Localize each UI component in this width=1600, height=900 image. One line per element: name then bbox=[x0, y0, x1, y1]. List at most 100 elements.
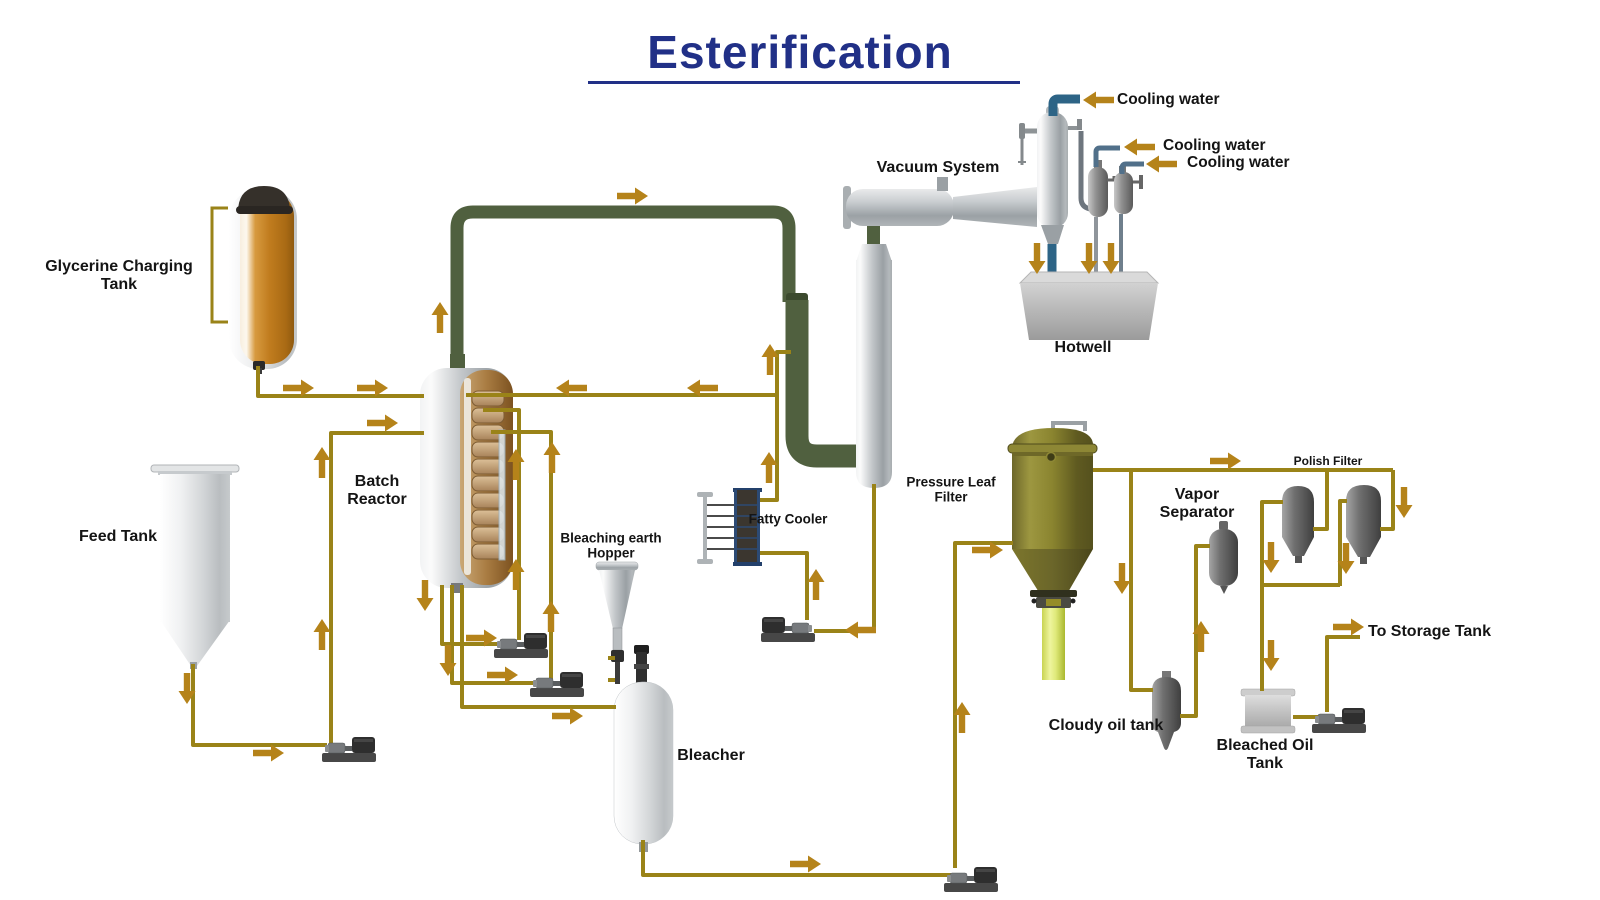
polish-filter-vessel-1 bbox=[1282, 486, 1314, 563]
flow-arrow bbox=[1262, 640, 1280, 671]
flow-arrow bbox=[1028, 243, 1046, 274]
flow-arrow bbox=[313, 619, 331, 650]
vapor-pipe bbox=[450, 205, 862, 468]
title-underline bbox=[588, 81, 1020, 84]
vapor-separator-vessel bbox=[1209, 521, 1238, 594]
batch-reactor-vessel bbox=[420, 354, 513, 593]
flow-arrow bbox=[487, 666, 518, 684]
bleached-oil-tank-vessel bbox=[1240, 688, 1296, 734]
pipe-cooler-bottom bbox=[760, 551, 809, 620]
pipe-bleacher-drain bbox=[641, 840, 953, 877]
pipe-to-cloudy-tank bbox=[1129, 470, 1153, 692]
label-glycerine-charging-tank: Glycerine Charging Tank bbox=[45, 257, 193, 293]
pipe-polish-inlet-1 bbox=[1313, 470, 1329, 531]
label-bleacher: Bleacher bbox=[677, 746, 745, 764]
hotwell-vessel bbox=[1018, 271, 1160, 340]
cooling-water-pipe-1 bbox=[1048, 94, 1080, 116]
pipe-polish-inlet-2 bbox=[1380, 470, 1395, 531]
label-cooling-water-2: Cooling water bbox=[1163, 137, 1266, 155]
pipe-reactor-pump2-suction bbox=[450, 585, 535, 685]
tank-cap bbox=[238, 186, 290, 212]
glycerine-charging-tank-vessel bbox=[210, 186, 297, 374]
label-vapor-separator: Vapor Separator bbox=[1159, 485, 1235, 521]
level-bracket bbox=[210, 206, 228, 324]
flow-arrow bbox=[552, 707, 583, 725]
label-cloudy-oil-tank: Cloudy oil tank bbox=[1048, 716, 1164, 734]
flow-arrow bbox=[760, 452, 778, 483]
page-title: Esterification bbox=[647, 26, 953, 78]
flow-arrow bbox=[313, 447, 331, 478]
pipe-reactor-riser-1 bbox=[483, 408, 521, 640]
flow-arrow bbox=[1083, 91, 1114, 109]
cloudy-oil-tank-vessel bbox=[1152, 671, 1181, 750]
flow-arrow bbox=[790, 855, 821, 873]
label-vacuum-system: Vacuum System bbox=[876, 158, 1000, 176]
cooler-pump bbox=[760, 616, 816, 643]
condenser-column bbox=[1037, 112, 1068, 228]
filter-handle bbox=[1051, 421, 1087, 431]
reactor-pump-2 bbox=[529, 671, 585, 698]
flow-arrow bbox=[845, 621, 876, 639]
label-pressure-leaf-filter: Pressure Leaf Filter bbox=[906, 474, 996, 505]
pipe-polish-outlet-1 bbox=[1260, 500, 1283, 586]
pipe-feed-tank-outlet bbox=[191, 664, 327, 747]
label-cooling-water-1: Cooling water bbox=[1117, 91, 1220, 109]
label-fatty-cooler: Fatty Cooler bbox=[748, 511, 828, 527]
bleacher-pump bbox=[943, 866, 999, 893]
pipe-to-storage bbox=[1325, 635, 1360, 712]
condenser-1 bbox=[1088, 167, 1108, 217]
tie-rods bbox=[707, 504, 736, 550]
flow-arrow bbox=[367, 414, 398, 432]
pipe-reactor-pump1-suction bbox=[440, 585, 499, 646]
feed-tank-vessel bbox=[150, 464, 240, 669]
label-bleached-oil-tank: Bleached Oil Tank bbox=[1216, 736, 1314, 772]
flow-arrow bbox=[357, 379, 388, 397]
pressure-leaf-filter-vessel bbox=[1007, 421, 1098, 680]
cooling-water-pipe-2 bbox=[1093, 145, 1120, 167]
pipe-cooler-vent bbox=[760, 350, 791, 502]
pipe-reactor-riser-2 bbox=[491, 430, 553, 679]
label-feed-tank: Feed Tank bbox=[79, 527, 157, 545]
pipe-polish-outlet-2 bbox=[1338, 499, 1347, 586]
vapor-column bbox=[856, 260, 892, 488]
cooling-water-pipe-3 bbox=[1119, 161, 1144, 174]
pipe-to-leaf-filter bbox=[953, 541, 1013, 868]
flow-arrow bbox=[1395, 487, 1413, 518]
pipe-feed-riser bbox=[329, 431, 424, 744]
flow-arrow bbox=[543, 442, 561, 473]
flow-arrow bbox=[617, 187, 648, 205]
bleached-oil-pump bbox=[1311, 707, 1367, 734]
ejector bbox=[846, 189, 954, 226]
flow-arrow bbox=[1146, 155, 1177, 173]
flow-arrow bbox=[1124, 138, 1155, 156]
label-polish-filter: Polish Filter bbox=[1293, 454, 1363, 469]
bleacher-vessel bbox=[613, 645, 674, 852]
vacuum-system-assembly bbox=[843, 94, 1144, 488]
condenser-2 bbox=[1114, 172, 1133, 214]
flow-arrow bbox=[807, 569, 825, 600]
flow-arrow bbox=[431, 302, 449, 333]
flow-arrow bbox=[1113, 563, 1131, 594]
level-gauge bbox=[498, 429, 506, 561]
flow-arrow bbox=[416, 580, 434, 611]
flow-arrow bbox=[1210, 452, 1241, 470]
label-hotwell: Hotwell bbox=[1054, 338, 1112, 356]
flow-arrow bbox=[1262, 542, 1280, 573]
polish-filter-vessel-2 bbox=[1346, 485, 1381, 564]
pipe-column-drain bbox=[814, 484, 876, 633]
flow-arrow bbox=[283, 379, 314, 397]
label-batch-reactor: Batch Reactor bbox=[347, 472, 407, 508]
flow-arrow bbox=[1102, 243, 1120, 274]
flow-arrow bbox=[542, 601, 560, 632]
label-to-storage-tank: To Storage Tank bbox=[1368, 622, 1491, 640]
bleaching-earth-hopper-vessel bbox=[595, 561, 639, 684]
pipe-reactor-to-bleacher bbox=[460, 585, 616, 709]
flow-arrow bbox=[1333, 618, 1364, 636]
label-bleaching-earth-hopper: Bleaching earth Hopper bbox=[560, 530, 662, 561]
label-cooling-water-3: Cooling water bbox=[1187, 154, 1290, 172]
pipe-glycerine-feed bbox=[256, 366, 424, 398]
filter-outlet-pipe bbox=[1042, 608, 1065, 680]
flow-arrow bbox=[253, 744, 284, 762]
